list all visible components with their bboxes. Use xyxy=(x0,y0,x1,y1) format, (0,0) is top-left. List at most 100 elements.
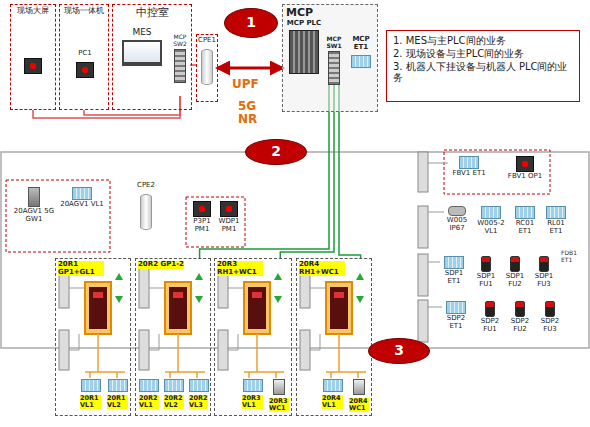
device-node: 20R2 VL1 xyxy=(137,378,161,414)
callout-ellipse: 3 xyxy=(368,338,430,364)
node-label: 20AGV1 5G GW1 xyxy=(12,208,56,223)
callout-ellipse: 1 xyxy=(224,8,278,38)
device-icon xyxy=(76,62,94,78)
node-label: RC01 ET1 xyxy=(510,220,540,235)
device-icon xyxy=(539,256,549,272)
free-label: UPF xyxy=(232,78,272,91)
node-label: SDP2 FU3 xyxy=(536,318,564,333)
node-label: 2 xyxy=(271,144,281,159)
device-node: FBV1 ET1 xyxy=(448,155,490,191)
node-label: 20AGV1 VL1 xyxy=(60,201,104,209)
device-icon xyxy=(139,379,159,392)
group-box: 中控室MESMCP SW2 xyxy=(112,4,192,110)
device-icon xyxy=(323,379,343,392)
device-node: SDP2 ET1 xyxy=(440,300,472,342)
device-icon xyxy=(273,379,285,395)
node-label: 中控室 xyxy=(136,7,169,19)
node-label: 20R2 VL1 xyxy=(139,395,159,409)
device-node: 20R2 VL2 xyxy=(162,378,186,414)
node-label: FBV1 OP1 xyxy=(508,173,542,181)
device-icon xyxy=(485,301,495,317)
group-box: CPE1 xyxy=(196,34,218,102)
node-label: 20R3 RH1+WC1 xyxy=(217,261,263,276)
device-icon xyxy=(189,379,209,392)
device-icon xyxy=(515,301,525,317)
node-label: W005-2 VL1 xyxy=(473,220,509,235)
device-icon xyxy=(174,49,186,83)
device-icon xyxy=(328,51,340,85)
device-icon xyxy=(448,206,466,216)
device-node: PC1 xyxy=(70,50,100,90)
node-label: 2. 现场设备与主PLC间的业务 xyxy=(393,48,524,59)
node-label: 3 xyxy=(394,343,404,358)
device-icon xyxy=(444,256,464,269)
device-node: SDP1 FU2 xyxy=(501,255,529,297)
node-label: MES xyxy=(132,28,151,38)
device-node: 20R1 VL2 xyxy=(105,378,130,414)
connector-line xyxy=(218,67,282,70)
device-icon xyxy=(481,256,491,272)
device-icon xyxy=(201,49,213,85)
group-box: 1. MES与主PLC间的业务 2. 现场设备与主PLC间的业务 3. 机器人下挂设… xyxy=(386,30,580,102)
node-label: 20R4 WC1 xyxy=(349,398,369,412)
node-label: 20R4 RH1+WC1 xyxy=(299,261,345,276)
device-icon xyxy=(108,379,128,392)
device-icon xyxy=(24,58,42,74)
device-node: 20R1 VL1 xyxy=(78,378,103,414)
device-icon xyxy=(353,379,365,395)
device-icon xyxy=(193,201,211,217)
connector-line xyxy=(84,96,180,115)
node-label: CPE2 xyxy=(137,182,155,190)
callout-ellipse: 2 xyxy=(245,139,307,165)
node-label: 现场一体机 xyxy=(64,7,104,16)
device-node: 20R3 WC1 xyxy=(267,378,291,414)
device-node: 20R3 VL1 xyxy=(240,378,265,414)
node-label: 3. 机器人下挂设备与机器人 PLC间的业务 xyxy=(393,61,573,83)
node-label: 20R2 VL3 xyxy=(189,395,208,409)
node-label: SDP1 FU2 xyxy=(501,273,529,288)
device-node: 20AGV1 5G GW1 xyxy=(12,186,56,246)
device-icon xyxy=(289,30,319,74)
node-label: SDP1 ET1 xyxy=(438,270,470,285)
node-label: PC1 xyxy=(78,50,92,58)
device-icon xyxy=(28,187,40,207)
device-icon xyxy=(122,40,162,66)
device-node: SDP2 FU3 xyxy=(536,300,564,342)
node-label: SDP1 FU1 xyxy=(472,273,500,288)
device-icon xyxy=(515,206,535,219)
node-label: FBV1 ET1 xyxy=(452,170,485,178)
device-node: SDP1 FU3 xyxy=(530,255,558,297)
node-label: RL01 ET1 xyxy=(541,220,571,235)
device-icon xyxy=(546,206,566,219)
device-node: MES xyxy=(116,28,168,78)
device-icon xyxy=(545,301,555,317)
node-label: SDP2 FU1 xyxy=(476,318,504,333)
device-icon xyxy=(516,156,534,172)
node-label: 20R2 GP1-2 xyxy=(138,261,184,269)
device-node: RC01 ET1 xyxy=(510,205,540,247)
node-label: CPE1 xyxy=(198,37,216,45)
node-label: 20R1 GP1+GL1 xyxy=(58,261,104,276)
node-label: 现场大屏 xyxy=(17,7,49,16)
device-node: SDP1 ET1 xyxy=(438,255,470,297)
node-label: SDP2 ET1 xyxy=(440,315,472,330)
node-label: MCP xyxy=(286,7,313,19)
node-label: SDP1 FU3 xyxy=(530,273,558,288)
device-node: RL01 ET1 xyxy=(541,205,571,247)
device-node: P3P1 PM1 xyxy=(189,200,215,242)
device-node: MCP SW1 xyxy=(324,36,344,84)
node-label: 1. MES与主PLC间的业务 xyxy=(393,35,506,46)
device-icon xyxy=(220,201,238,217)
group-box: 20R4 RH1+WC120R4 VL120R4 WC1 xyxy=(296,258,372,416)
node-label: W005 IP67 xyxy=(442,217,472,232)
node-label: 20R3 WC1 xyxy=(269,398,289,412)
group-box: 20R3 RH1+WC1 20R3 VL1 20R3 WC1 xyxy=(214,258,292,416)
device-node: W005-2 VL1 xyxy=(473,205,509,247)
device-node: WDP1 PM1 xyxy=(216,200,242,242)
device-node: SDP2 FU2 xyxy=(506,300,534,342)
device-node: CPE2 xyxy=(128,182,164,248)
group-box: MCPMCP PLCMCP SW1MCP ET1 xyxy=(282,4,378,112)
device-icon xyxy=(351,55,371,68)
device-node: SDP2 FU1 xyxy=(476,300,504,342)
